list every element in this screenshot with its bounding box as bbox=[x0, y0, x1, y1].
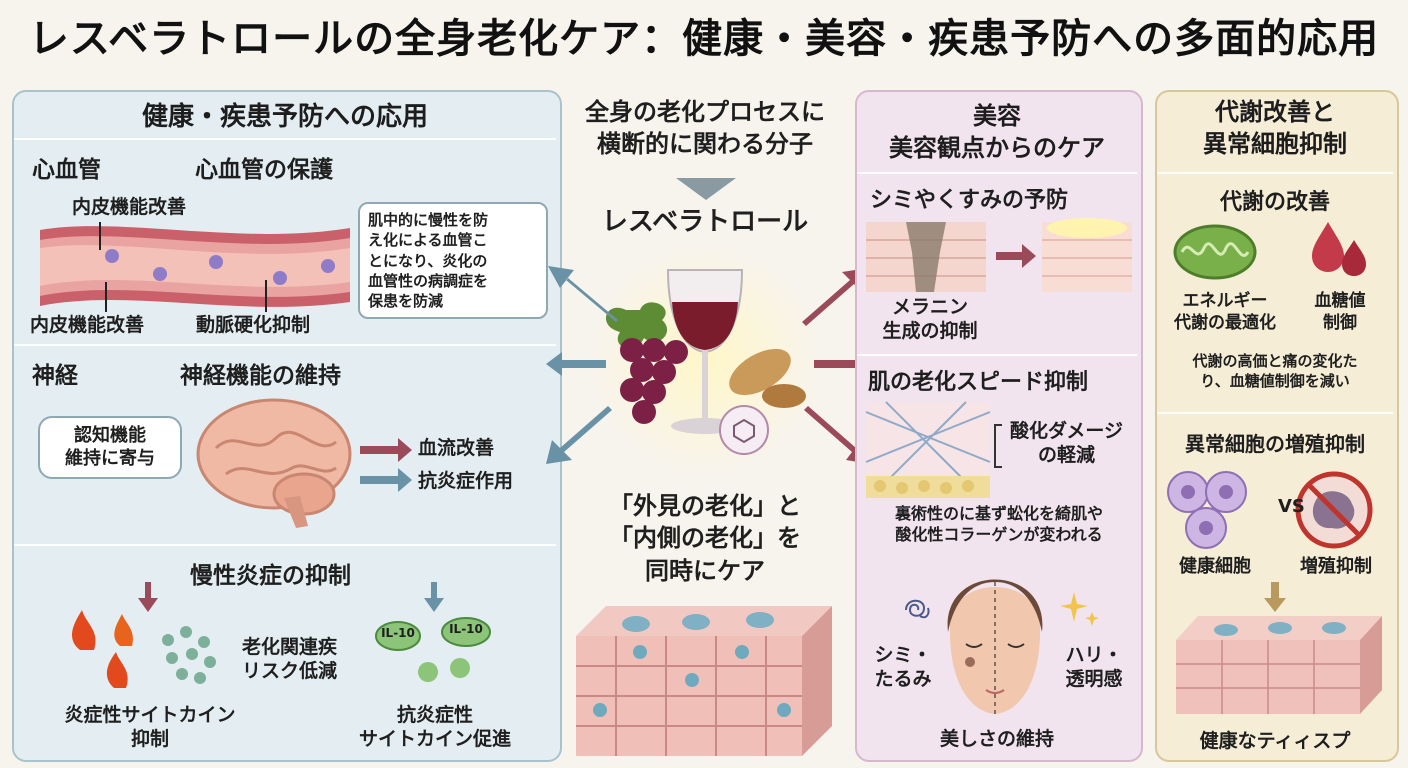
radiating-arrows bbox=[546, 266, 874, 464]
mitochondria-icon bbox=[1173, 224, 1257, 280]
cardio-bottom-left: 内皮機能改善 bbox=[30, 314, 145, 336]
cardio-note: 肌中的に慢性を防 え化による血管こ とになり、炎化の 血管性の病調症を 保患を防… bbox=[358, 202, 548, 320]
beauty-s2-title: 肌の老化スピード抑制 bbox=[868, 370, 1089, 395]
inflam-title: 慢性炎症の抑制 bbox=[190, 563, 351, 589]
face-illustration bbox=[947, 579, 1043, 714]
beauty-s1-title: シミやくすみの予防 bbox=[870, 188, 1069, 213]
cardio-title: 心血管の保護 bbox=[195, 157, 333, 183]
beauty-right-face-text: ハリ・ 透明感 bbox=[1065, 644, 1123, 690]
healthy-tissue-illustration bbox=[1176, 616, 1382, 714]
metab-vs: VS bbox=[1278, 496, 1305, 517]
beauty-subheader: 美容観点からのケア bbox=[889, 134, 1105, 162]
page-title: レスベラトロールの全身老化ケア：健康・美容・疾患予防への多面的応用 bbox=[28, 16, 1380, 62]
blood-vessel-illustration bbox=[40, 222, 350, 312]
down-arrow-blue-icon bbox=[424, 582, 444, 612]
wrinkle-squiggle-icon bbox=[905, 599, 930, 619]
beauty-s2-caption: 裏術性のに基ず蚣化を綺肌や 酸化性コラーゲンが変われる bbox=[894, 504, 1103, 544]
inflam-left-text: 炎症性サイトカイン 抑制 bbox=[64, 704, 236, 750]
down-arrow-red-icon bbox=[138, 582, 158, 612]
melanin-skin-illustration bbox=[866, 218, 1132, 292]
wine-grape-peanut-illustration bbox=[588, 242, 824, 478]
beauty-s1-caption: メラニン 生成の抑制 bbox=[882, 296, 978, 342]
metab-header: 代謝改善と 異常細胞抑制 bbox=[1203, 98, 1347, 159]
bracket bbox=[994, 424, 1002, 468]
sparkle-icon bbox=[1060, 592, 1099, 626]
cells-vs-illustration bbox=[1167, 471, 1373, 549]
down-chevron-icon bbox=[676, 178, 736, 200]
beauty-bottom: 美しさの維持 bbox=[939, 728, 1054, 750]
center-bottom-text: 「外見の老化」と 「内側の老化」を 同時にケア bbox=[609, 492, 801, 585]
blood-drops-icon bbox=[1312, 222, 1366, 276]
cardio-bottom-right: 動脈硬化抑制 bbox=[196, 314, 311, 336]
metab-energy-text: エネルギー 代謝の最適化 bbox=[1174, 291, 1276, 334]
neuro-label: 神経 bbox=[32, 363, 78, 389]
health-header: 健康・疾患予防への応用 bbox=[141, 102, 428, 132]
inflam-right-text: 抗炎症性 サイトカイン促進 bbox=[358, 704, 511, 750]
il10-label-1: IL-10 bbox=[381, 626, 415, 640]
skin-tissue-illustration bbox=[576, 606, 832, 756]
il10-label-2: IL-10 bbox=[449, 622, 483, 636]
metab-suppress: 増殖抑制 bbox=[1300, 556, 1372, 577]
neuro-arrow1-label: 血流改善 bbox=[418, 437, 495, 459]
beauty-s2-label: 酸化ダメージ の軽減 bbox=[1010, 420, 1124, 466]
cardio-top-label: 内皮機能改善 bbox=[72, 196, 187, 218]
cardio-label: 心血管 bbox=[32, 157, 101, 183]
down-arrow-tan-icon bbox=[1264, 582, 1286, 612]
neuro-title: 神経機能の維持 bbox=[180, 363, 341, 389]
metab-healthy: 健康細胞 bbox=[1179, 556, 1251, 577]
metab-s1-title: 代謝の改善 bbox=[1219, 190, 1330, 215]
metab-s1-caption: 代謝の高価と痛の変化た り、血糖値制御を減い bbox=[1192, 352, 1358, 390]
metab-bottom: 健康なティィスプ bbox=[1199, 730, 1351, 752]
arrows-icon bbox=[360, 438, 412, 492]
metab-s2-title: 異常細胞の増殖抑制 bbox=[1185, 432, 1365, 456]
center-intro: 全身の老化プロセスに 横断的に関わる分子 bbox=[585, 98, 825, 159]
metab-glucose-text: 血糖値 制御 bbox=[1314, 291, 1366, 334]
collagen-illustration bbox=[865, 401, 991, 498]
flame-and-dots-icon bbox=[72, 610, 216, 688]
cognition-bubble: 認知機能 維持に寄与 bbox=[38, 416, 182, 479]
beauty-left-face-text: シミ・ たるみ bbox=[874, 644, 932, 690]
neuro-arrow2-label: 抗炎症作用 bbox=[418, 470, 514, 492]
beauty-header: 美容 bbox=[973, 102, 1021, 130]
il10-molecules-icon bbox=[375, 617, 491, 682]
brain-icon bbox=[196, 398, 352, 528]
molecule-name: レスベラトロール bbox=[601, 207, 809, 237]
inflam-middle-text: 老化関連疾 リスク低減 bbox=[242, 636, 338, 682]
